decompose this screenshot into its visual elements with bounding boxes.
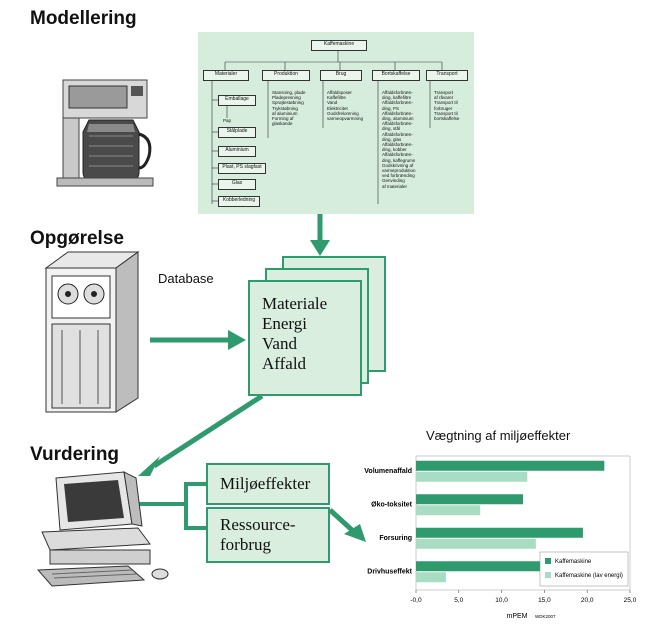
chart-legend bbox=[539, 551, 629, 587]
section-title-modelling: Modellering bbox=[30, 8, 137, 29]
tree-disposal-list: Affaldsforbræn- ding, kaffefiltre Affald… bbox=[382, 90, 416, 189]
chart-legend-label: Kaffemaskine (lav energi) bbox=[555, 573, 623, 579]
tree-category-materials: Materialer bbox=[203, 70, 249, 81]
tree-material-item: Stålplade bbox=[218, 127, 256, 138]
database-label: Database bbox=[158, 271, 214, 286]
computer-icon bbox=[36, 471, 169, 587]
tree-material-item: Pap bbox=[223, 118, 232, 123]
chart-category-label: Øko-toksitet bbox=[371, 501, 413, 508]
inventory-item-material: Materiale bbox=[262, 294, 328, 313]
tree-material-item: Emballage bbox=[218, 95, 256, 106]
product-tree-panel: Kaffemaskine Materialer Produktion Brug … bbox=[198, 32, 474, 214]
assessment-resources-label: Ressource- forbrug bbox=[220, 515, 296, 554]
arrow-right-icon bbox=[228, 330, 246, 350]
inventory-item-water: Vand bbox=[262, 334, 297, 353]
inventory-item-energy: Energi bbox=[262, 314, 308, 333]
chart-bar bbox=[416, 460, 605, 471]
tree-root: Kaffemaskine bbox=[311, 40, 367, 51]
chart-tick-label: 5,0 bbox=[454, 597, 463, 604]
chart-x-axis-label: mPEM bbox=[507, 613, 528, 620]
chart-legend-label: Kaffemaskine bbox=[555, 559, 592, 565]
chart-category-label: Drivhuseffekt bbox=[367, 568, 412, 575]
database-server-icon bbox=[44, 251, 140, 413]
chart-title: Vægtning af miljøeffekter bbox=[426, 428, 571, 443]
assessment-box-resources: Ressource- forbrug bbox=[206, 507, 330, 563]
chart-bar bbox=[416, 471, 528, 482]
chart-legend-swatch bbox=[545, 572, 551, 578]
tree-category-production: Produktion bbox=[262, 70, 310, 81]
chart-x-axis-label-sub: WDK2007 bbox=[535, 614, 556, 619]
tree-category-disposal: Bortskaffelse bbox=[372, 70, 420, 81]
tree-category-transport: Transport bbox=[426, 70, 468, 81]
chart-bar bbox=[416, 494, 523, 505]
tree-material-item: Aluminium bbox=[218, 146, 256, 157]
assessment-effects-label: Miljøeffekter bbox=[220, 474, 311, 493]
coffee-maker-icon bbox=[56, 79, 154, 187]
chart-legend-swatch bbox=[545, 558, 551, 564]
chart-tick-label: 25,0 bbox=[624, 597, 637, 604]
section-title-inventory: Opgørelse bbox=[30, 228, 124, 249]
tree-connectors bbox=[211, 50, 443, 204]
assessment-box-effects: Miljøeffekter bbox=[206, 463, 330, 505]
weighting-chart: VolumenaffaldØko-toksitetForsuringDrivhu… bbox=[364, 455, 637, 620]
chart-tick-label: 20,0 bbox=[581, 597, 594, 604]
arrow-diagonal-icon bbox=[344, 524, 366, 542]
tree-material-item: Kobberledning bbox=[218, 196, 260, 207]
inventory-item-waste: Affald bbox=[262, 354, 307, 373]
tree-material-item: Plast, PS slagfast bbox=[218, 163, 266, 174]
chart-bar bbox=[416, 538, 536, 549]
chart-bar bbox=[416, 527, 583, 538]
tree-category-use: Brug bbox=[320, 70, 362, 81]
chart-bar bbox=[416, 572, 446, 583]
chart-tick-label: 10,0 bbox=[495, 597, 508, 604]
section-title-assessment: Vurdering bbox=[30, 444, 120, 465]
tree-use-list: Affaldsposer Kaffefiltre Vand Elektricit… bbox=[327, 90, 364, 122]
chart-tick-label: -0,0 bbox=[410, 597, 422, 604]
chart-bar bbox=[416, 561, 541, 572]
chart-tick-label: 15,0 bbox=[538, 597, 551, 604]
tree-production-list: Stansning, plade Pladepresning Sprøjtest… bbox=[272, 90, 306, 127]
inventory-card-front: Materiale Energi Vand Affald bbox=[248, 280, 362, 396]
chart-bar bbox=[416, 505, 481, 516]
chart-category-label: Forsuring bbox=[379, 535, 412, 542]
arrow-down-icon bbox=[310, 240, 330, 256]
arrow-down-left-icon bbox=[138, 456, 160, 476]
tree-transport-list: Transport af råvarer Transport til forbr… bbox=[434, 90, 460, 122]
chart-category-label: Volumenaffald bbox=[364, 468, 412, 475]
tree-material-item: Glas bbox=[218, 179, 256, 190]
